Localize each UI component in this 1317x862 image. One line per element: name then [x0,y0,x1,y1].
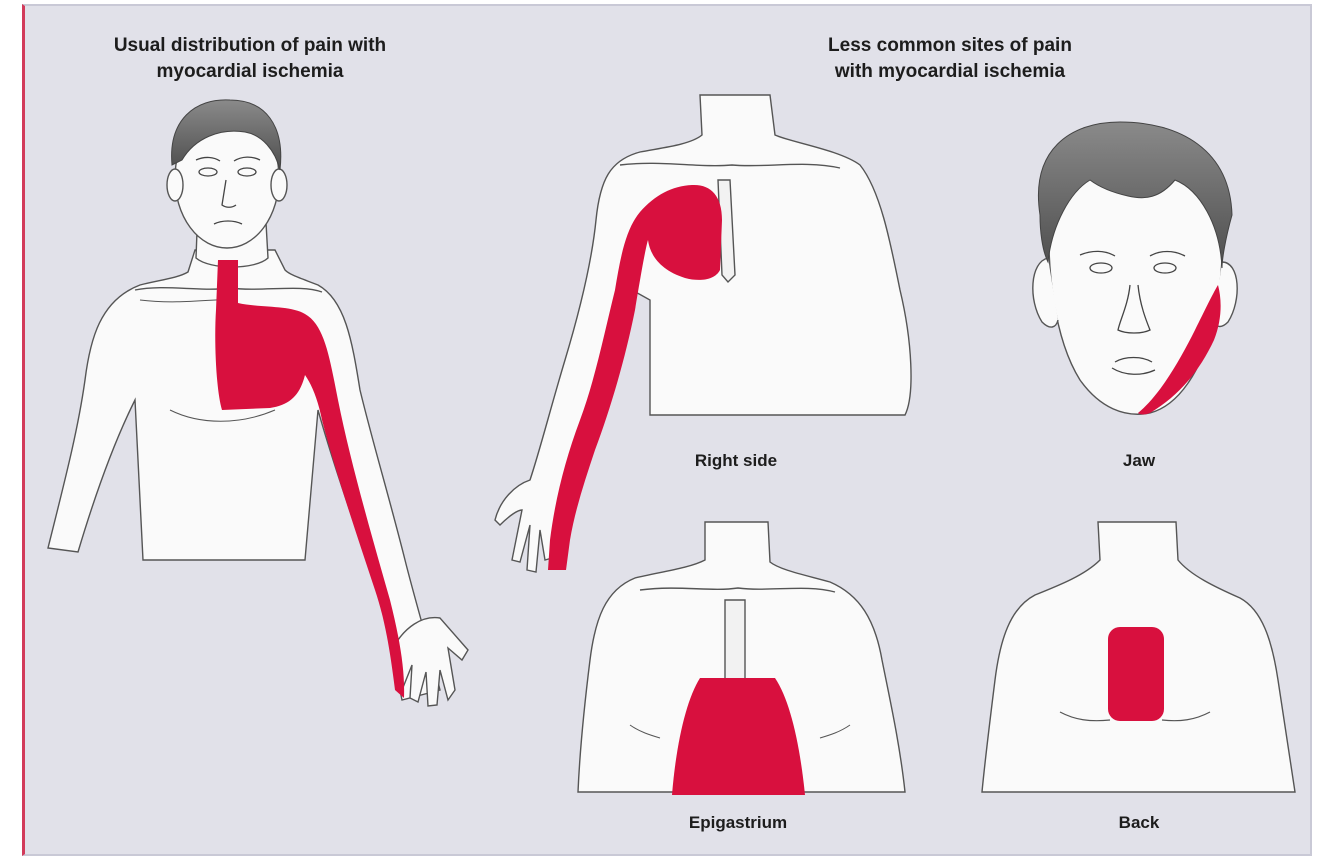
caption-jaw: Jaw [1039,451,1239,471]
back-pain-region [1108,627,1164,721]
title-less-common: Less common sites of pain with myocardia… [760,33,1140,85]
caption-back: Back [1039,813,1239,833]
caption-right-side: Right side [636,451,836,471]
title-usual: Usual distribution of pain with myocardi… [60,33,440,85]
caption-epigastrium: Epigastrium [638,813,838,833]
